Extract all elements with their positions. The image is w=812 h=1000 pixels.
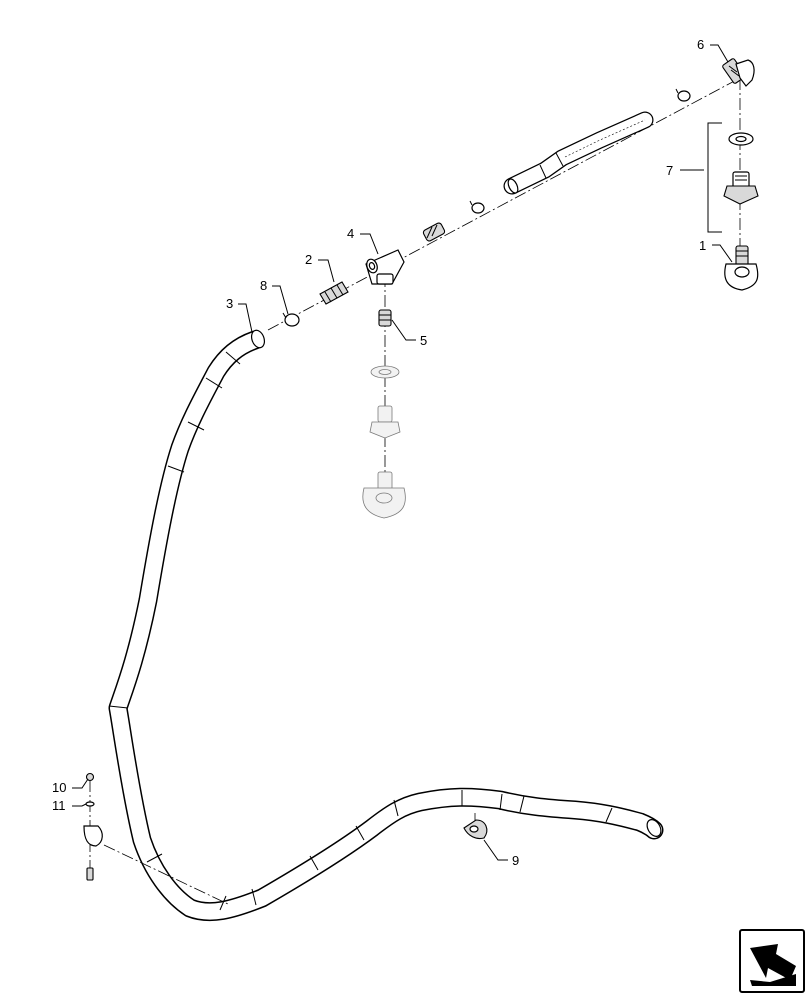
p-clip-9 [463,819,488,840]
screw-head-10 [85,772,95,782]
clip-assembly-left [83,772,103,881]
hose-end-lower [646,819,662,837]
washer-lower [370,365,400,379]
callout-11: 11 [52,798,66,813]
plug-5 [378,309,392,327]
tee-fitting-4 [365,249,405,285]
callout-4: 4 [347,226,354,241]
assembly-centerlines [89,77,741,906]
hose-assembly [108,329,664,922]
elbow-fitting-6 [722,58,755,87]
upper-hose-section [503,111,654,195]
barb-connector-upper [422,222,446,242]
washer-11 [85,801,95,807]
callout-5: 5 [420,333,427,348]
callout-2: 2 [305,252,312,267]
hose-clamp-mid [469,200,485,214]
adapter-lower [369,405,401,439]
banjo-fitting-1 [724,245,759,291]
next-page-arrow-icon[interactable] [739,929,805,993]
hose-clamp-upper [675,88,691,102]
callout-labels: 6 7 1 4 2 8 3 5 9 10 11 [52,37,706,868]
callout-10: 10 [52,780,66,795]
callout-8: 8 [260,278,267,293]
banjo-fitting-lower [362,471,406,519]
callout-7: 7 [666,163,673,178]
hose-clamp-8 [282,312,300,327]
screw-bottom [86,867,94,881]
leader-lines [72,44,733,861]
callout-6: 6 [697,37,704,52]
hose-end-upper [250,329,266,349]
nut-and-adapter-7 [707,122,759,233]
barb-fitting-2 [319,281,349,305]
callout-3: 3 [226,296,233,311]
callout-1: 1 [699,238,706,253]
callout-9: 9 [512,853,519,868]
